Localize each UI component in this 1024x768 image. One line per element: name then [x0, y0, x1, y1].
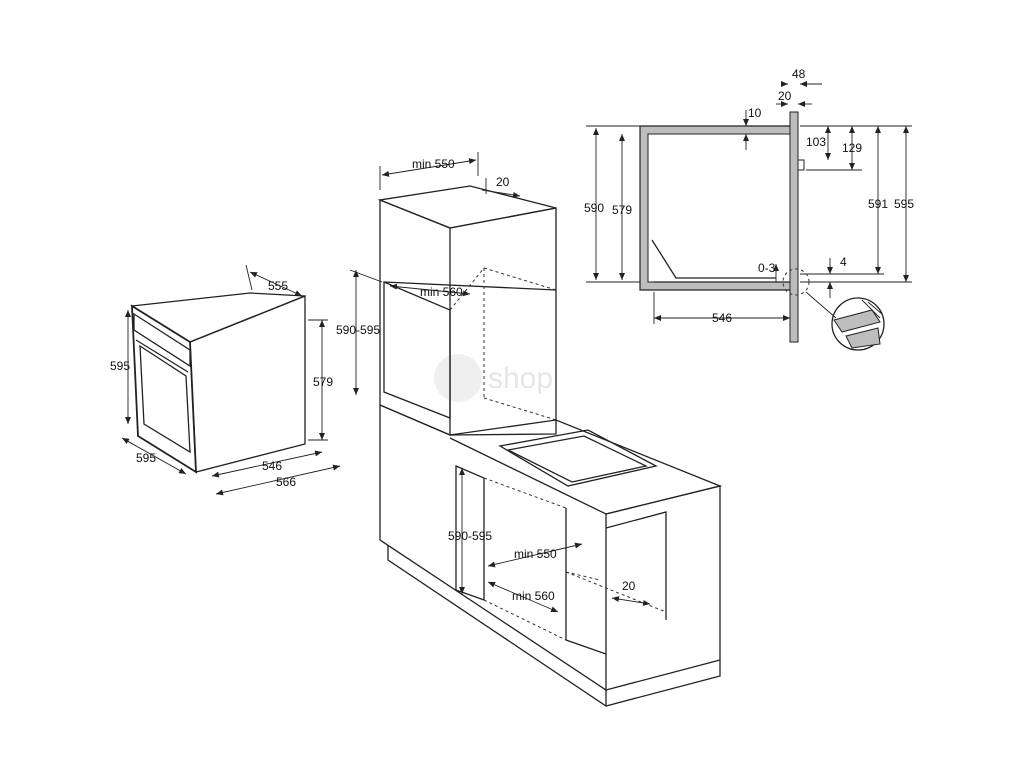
dim-595-label: 595 [894, 197, 914, 211]
oven-depth-top-label: 555 [268, 279, 288, 293]
dim-546-label: 546 [712, 311, 732, 325]
base-gap-label: 20 [622, 579, 636, 593]
dim-103-label: 103 [806, 135, 826, 149]
watermark-text: shop [488, 362, 553, 395]
oven-drawing: 595 579 555 595 546 566 [110, 264, 341, 496]
tall-niche-opening [383, 281, 451, 419]
oven-door-window [139, 344, 191, 454]
oven-front [131, 304, 197, 474]
oven-top [130, 292, 306, 343]
hob-cutout [498, 429, 658, 487]
dim-591-label: 591 [868, 197, 888, 211]
dim-129-label: 129 [842, 141, 862, 155]
oven-width-label: 595 [136, 451, 156, 465]
oven-height-front-label: 595 [110, 359, 130, 373]
base-niche-height-label: 590-595 [448, 529, 492, 543]
dim-590-label: 590 [584, 201, 604, 215]
oven-depth-bottom-2-label: 566 [276, 475, 296, 489]
cabinet-drawing: min 550 20 min 560 590-595 590-595 min 5… [336, 152, 723, 707]
oven-depth-bottom-1-label: 546 [262, 459, 282, 473]
dim-10-label: 10 [748, 106, 762, 120]
tall-niche-height-label: 590-595 [336, 323, 380, 337]
dim-4-label: 4 [840, 255, 847, 269]
dim-579-label: 579 [612, 203, 632, 217]
detail-marker [782, 268, 810, 296]
tall-depth-label: min 560 [420, 285, 463, 299]
base-cabinet-top [379, 404, 723, 515]
dim-48-label: 48 [792, 67, 806, 81]
base-cabinet-plinth [387, 545, 721, 707]
tall-cabinet-top [377, 185, 557, 229]
dim-0-3-label: 0-3 [758, 261, 776, 275]
tall-cabinet-side [449, 207, 557, 436]
oven-handle [135, 339, 189, 373]
base-depth-label: min 560 [512, 589, 555, 603]
watermark: shop [434, 354, 553, 402]
base-niche-back [483, 477, 667, 641]
oven-control-panel [133, 312, 191, 368]
section-drawing: 48 20 10 103 129 591 595 4 0-3 590 579 5 [584, 67, 914, 351]
tall-width-label: min 550 [412, 157, 455, 171]
detail-magnified [831, 297, 885, 351]
dim-20-label: 20 [778, 89, 792, 103]
oven-side [189, 295, 306, 473]
tall-gap-label: 20 [496, 175, 510, 189]
base-cabinet-front [379, 405, 607, 692]
base-width-label: min 550 [514, 547, 557, 561]
base-cabinet-side [605, 485, 721, 691]
oven-height-body-label: 579 [313, 375, 333, 389]
tall-cabinet-front [379, 199, 451, 436]
